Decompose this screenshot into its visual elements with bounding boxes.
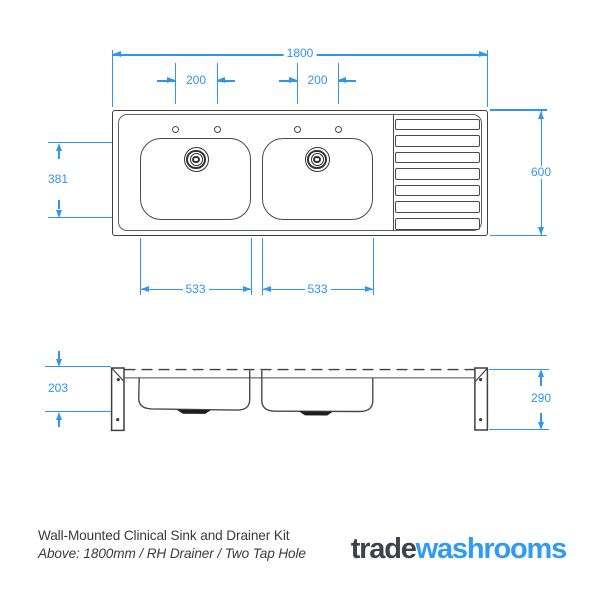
side-view	[110, 367, 489, 432]
product-subtitle: Above: 1800mm / RH Drainer / Two Tap Hol…	[38, 545, 306, 561]
dim-label: 533	[182, 282, 209, 297]
brand-logo: tradewashrooms	[350, 532, 568, 565]
bowl-right	[262, 137, 373, 220]
dim-line	[540, 412, 542, 422]
tap-hole	[171, 125, 179, 133]
dim-arrowhead	[537, 369, 544, 378]
bowl-right-waste-outlet	[298, 411, 333, 416]
dim-label: 1800	[283, 46, 317, 61]
ext-line	[45, 366, 111, 368]
dim-arrowhead	[55, 142, 62, 151]
tap-hole	[334, 125, 342, 133]
dim-arrowhead	[242, 285, 251, 292]
dim-label: 600	[527, 165, 555, 180]
dim-line	[279, 80, 297, 82]
bracket-gusset-line	[111, 368, 125, 382]
dim-line	[217, 80, 235, 82]
tap-hole	[293, 125, 301, 133]
dim-label: 533	[304, 282, 331, 297]
dim-arrowhead	[55, 411, 62, 420]
ext-line	[112, 50, 114, 107]
ext-line	[45, 411, 111, 413]
drainer-slat	[394, 151, 480, 164]
bracket-gusset-line	[474, 368, 488, 382]
bowl-right-profile	[261, 370, 374, 413]
dim-label: 290	[527, 391, 555, 406]
dim-arrowhead	[217, 77, 225, 84]
ext-line	[372, 238, 374, 295]
dim-arrowhead	[537, 110, 544, 119]
ext-line	[216, 63, 218, 104]
ext-line	[48, 217, 112, 219]
dim-label: 203	[44, 381, 72, 396]
ext-line	[486, 50, 488, 107]
dim-arrowhead	[55, 209, 62, 218]
ext-line	[490, 109, 547, 111]
dim-line	[540, 377, 542, 386]
dim-line	[58, 150, 60, 159]
bowl-left-profile	[137, 370, 251, 411]
ext-line	[490, 234, 547, 236]
dim-arrowhead	[167, 77, 175, 84]
dim-line	[58, 351, 60, 359]
dim-label: 381	[44, 172, 72, 187]
product-title: Wall-Mounted Clinical Sink and Drainer K…	[38, 527, 290, 543]
drainer-slat	[394, 201, 480, 213]
drainer-slat	[394, 118, 480, 131]
drain-ring	[313, 155, 321, 164]
dim-line	[338, 80, 356, 82]
drainer-slat	[394, 218, 480, 230]
dim-line	[157, 80, 175, 82]
ext-line	[174, 63, 176, 104]
dim-arrowhead	[537, 227, 544, 235]
dim-line	[58, 419, 60, 427]
brand-logo-trade: trade	[350, 532, 417, 565]
ext-line	[139, 238, 141, 295]
dim-arrowhead	[112, 51, 121, 58]
dim-arrowhead	[537, 421, 544, 430]
screw-hole	[479, 378, 483, 382]
screw-hole	[116, 418, 120, 422]
brand-logo-washrooms: washrooms	[415, 532, 568, 565]
dim-arrowhead	[55, 358, 62, 367]
ext-line	[489, 368, 549, 370]
dim-arrowhead	[364, 285, 373, 292]
ext-line	[48, 142, 112, 144]
drainer-slat	[394, 135, 480, 147]
ext-line	[261, 238, 263, 295]
screw-hole	[116, 378, 120, 382]
ext-line	[296, 63, 298, 104]
dim-label: 200	[304, 73, 331, 88]
drainer-slat	[394, 168, 480, 180]
drainer-slat	[394, 184, 480, 197]
ext-line	[489, 429, 549, 431]
tap-hole	[213, 125, 221, 133]
dim-arrowhead	[289, 77, 297, 84]
drainer-edge-line	[393, 114, 395, 231]
dim-label: 200	[182, 73, 210, 88]
dim-arrowhead	[478, 51, 487, 58]
ext-line	[338, 63, 340, 104]
ext-line	[250, 238, 252, 295]
drain-ring	[192, 155, 200, 164]
wall-bracket-right	[474, 367, 489, 431]
bowl-left-waste-outlet	[176, 409, 211, 414]
screw-hole	[479, 418, 483, 422]
wall-bracket-left	[110, 367, 125, 432]
dim-arrowhead	[262, 285, 271, 292]
dim-arrowhead	[140, 285, 149, 292]
dim-line	[58, 199, 60, 209]
dim-arrowhead	[338, 77, 347, 84]
